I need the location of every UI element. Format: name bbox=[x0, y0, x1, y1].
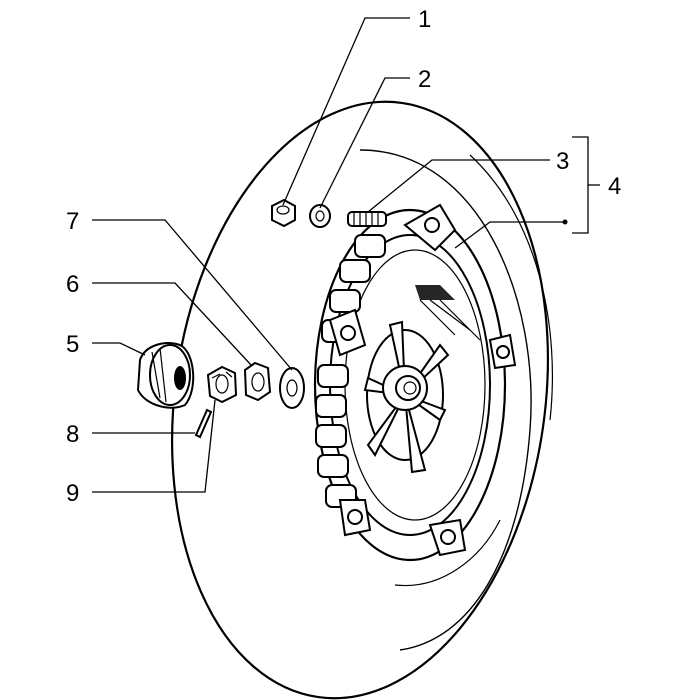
hub-spokes bbox=[363, 320, 450, 474]
part-2-washer bbox=[309, 204, 331, 228]
part-9-castle-nut bbox=[206, 365, 238, 404]
part-1-nut bbox=[271, 198, 296, 228]
leader-lines bbox=[92, 17, 600, 493]
part-7-washer bbox=[279, 367, 305, 409]
callout-8: 8 bbox=[66, 421, 79, 448]
part-6-nut bbox=[243, 361, 272, 402]
callout-2: 2 bbox=[418, 66, 431, 93]
callout-3: 3 bbox=[556, 148, 569, 175]
callout-9: 9 bbox=[66, 480, 79, 507]
part-3-stud bbox=[347, 211, 387, 227]
callout-1: 1 bbox=[418, 6, 431, 33]
callout-7: 7 bbox=[66, 208, 79, 235]
part-5-hub-cap bbox=[136, 342, 195, 409]
callout-4: 4 bbox=[608, 173, 621, 200]
callout-numbers: 1 2 3 4 5 6 7 8 9 bbox=[66, 6, 621, 507]
wheel-rim-assembly bbox=[313, 203, 517, 562]
part-8-cotter-pin bbox=[194, 408, 213, 439]
callout-5: 5 bbox=[66, 331, 79, 358]
mounting-lugs bbox=[328, 203, 517, 557]
callout-6: 6 bbox=[66, 271, 79, 298]
